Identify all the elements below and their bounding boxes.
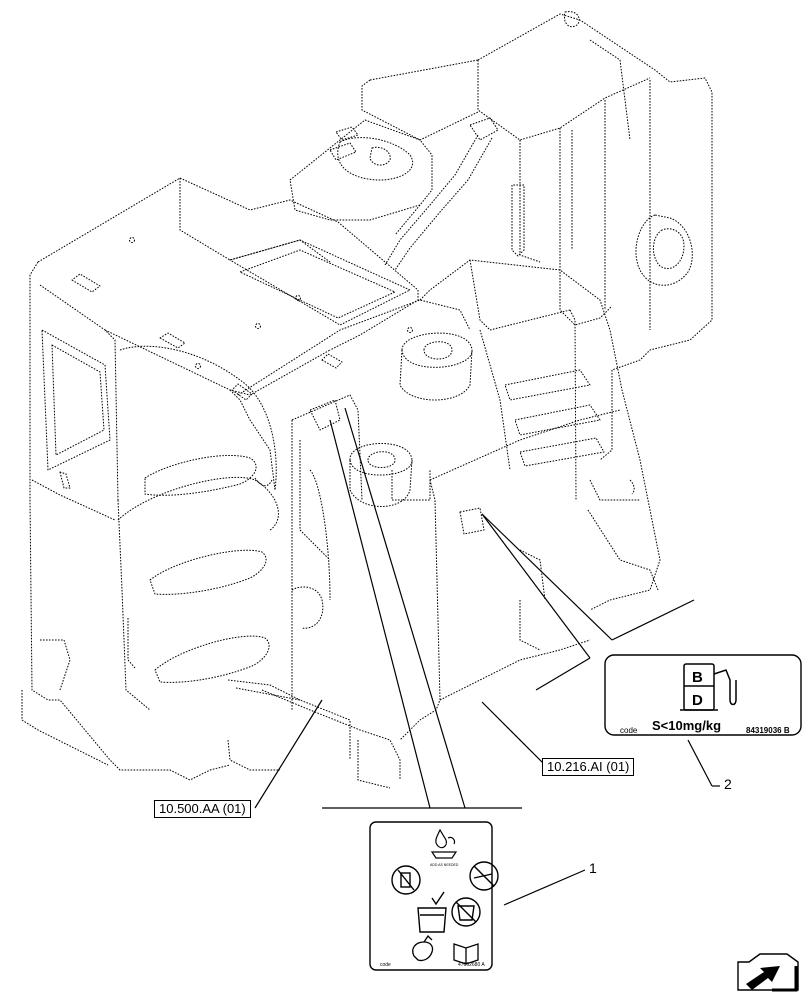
- callout-number-2: 2: [724, 776, 732, 792]
- pump-letter-top: B: [692, 669, 703, 686]
- ref-label-10-500-aa[interactable]: 10.500.AA (01): [154, 800, 251, 818]
- no-container-icon: [451, 897, 481, 927]
- warning-symbols-decal: ADD AS NEEDED code 4: [369, 821, 499, 971]
- leader-lines: [254, 407, 720, 906]
- ref-label-10-216-ai[interactable]: 10.216.AI (01): [542, 758, 635, 776]
- no-open-flame-icon: [391, 865, 421, 895]
- manual-book-icon: [453, 943, 479, 965]
- main-tank-right: [399, 259, 661, 741]
- container-check-icon: [417, 891, 447, 933]
- sulfur-decal-part-number: 84319036 B: [746, 726, 790, 735]
- droplet-icon: [430, 828, 458, 859]
- sulfur-fuel-decal: B D code S<10mg/kg 84319036 B: [604, 654, 802, 736]
- sulfur-spec-text: S<10mg/kg: [652, 718, 721, 733]
- warning-decal-code: code: [380, 962, 391, 968]
- navigation-arrow-icon: [737, 953, 799, 992]
- decal-small-text: ADD AS NEEDED: [430, 863, 459, 867]
- fill-caps: [349, 332, 473, 507]
- hand-icon: [412, 934, 434, 962]
- rear-tank: [361, 11, 713, 461]
- no-smoking-icon: [469, 861, 499, 891]
- sulfur-decal-code: code: [620, 726, 638, 735]
- warning-decal-part-number: 47662680 A: [458, 962, 485, 968]
- callout-number-1: 1: [589, 860, 597, 876]
- filler-neck: [289, 117, 499, 271]
- fuel-pump-icon: [680, 663, 737, 711]
- main-tank-center: [227, 299, 471, 789]
- main-tank-left: [21, 177, 419, 781]
- top-plates: [71, 237, 413, 401]
- pump-letter-bottom: D: [692, 692, 703, 709]
